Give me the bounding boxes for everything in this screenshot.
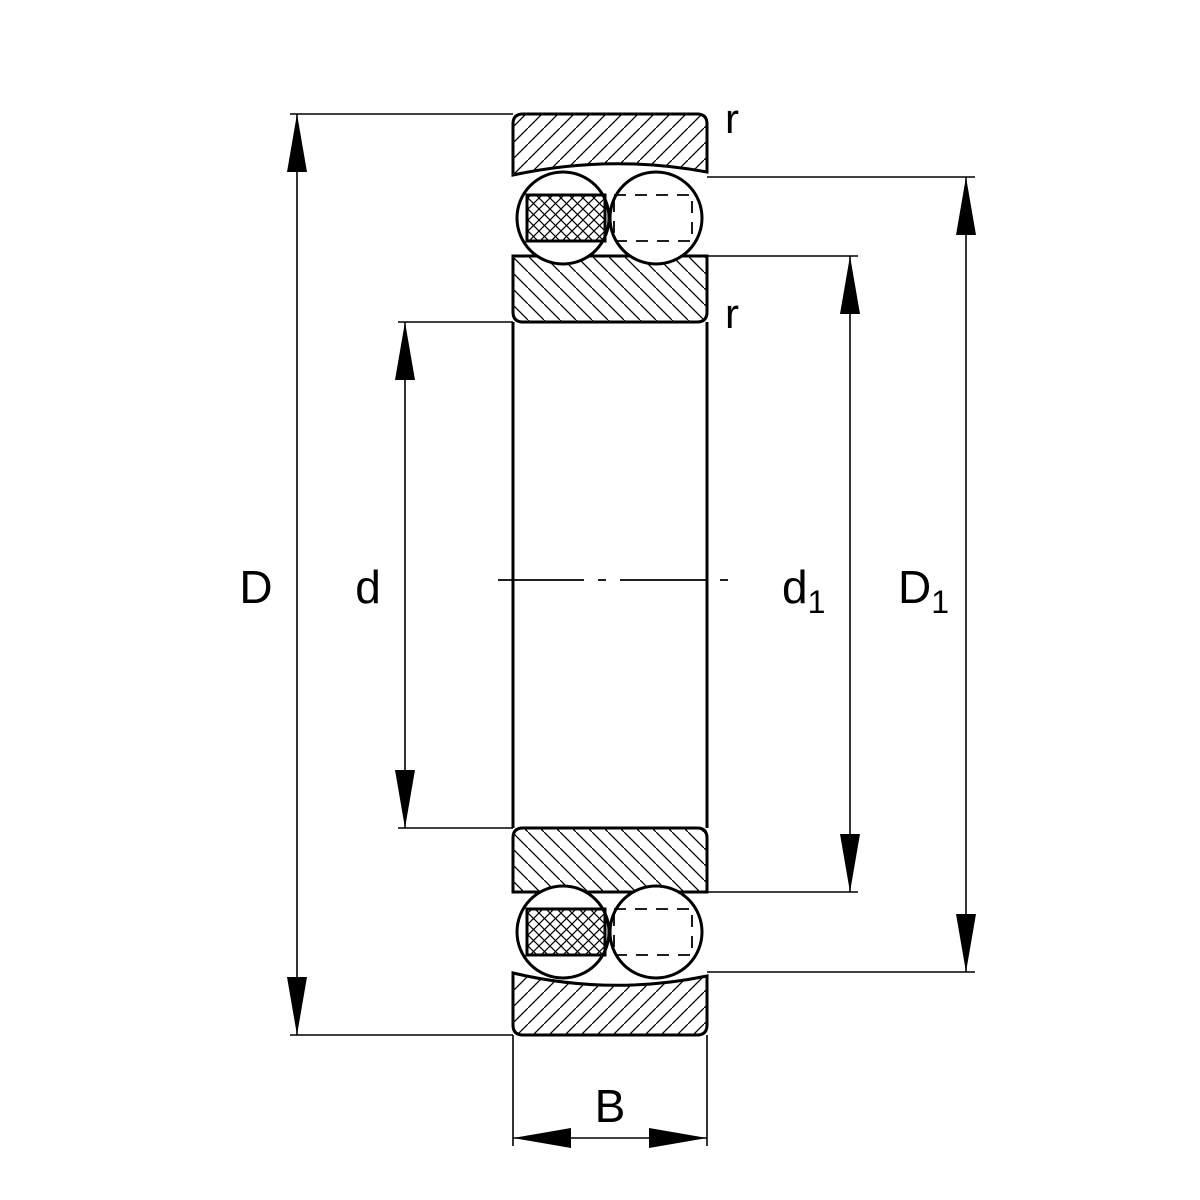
label-d1-base: d — [782, 561, 808, 613]
arrowheads — [287, 114, 976, 1148]
arrow-d1-top — [840, 256, 860, 314]
label-r-bottom: r — [725, 290, 739, 337]
inner-ring-bottom — [511, 826, 709, 894]
labels: D d d1 D1 B r r — [239, 95, 949, 1132]
arrow-B-left — [513, 1128, 571, 1148]
arrow-d-bottom — [395, 770, 415, 828]
label-B: B — [595, 1080, 626, 1132]
arrow-D1-top — [956, 177, 976, 235]
bearing-body — [498, 112, 728, 1037]
outer-ring-bottom — [511, 971, 709, 1037]
cage-top — [525, 193, 607, 243]
ball-bottom-right — [608, 884, 704, 980]
cage-bottom — [525, 907, 607, 957]
arrow-D1-bottom — [956, 914, 976, 972]
arrow-d-top — [395, 322, 415, 380]
label-r-top: r — [725, 95, 739, 142]
label-D1-subscript: 1 — [931, 584, 949, 620]
outer-ring-top — [511, 112, 709, 177]
label-D: D — [239, 561, 272, 613]
label-D1-base: D — [898, 561, 931, 613]
arrow-d1-bottom — [840, 834, 860, 892]
arrow-D-bottom — [287, 977, 307, 1035]
ball-top-right — [608, 170, 704, 266]
label-d1: d1 — [782, 561, 825, 620]
label-D1: D1 — [898, 561, 949, 620]
inner-ring-top — [511, 254, 709, 324]
arrow-D-top — [287, 114, 307, 172]
label-d: d — [355, 561, 381, 613]
arrow-B-right — [649, 1128, 707, 1148]
label-d1-subscript: 1 — [808, 584, 826, 620]
